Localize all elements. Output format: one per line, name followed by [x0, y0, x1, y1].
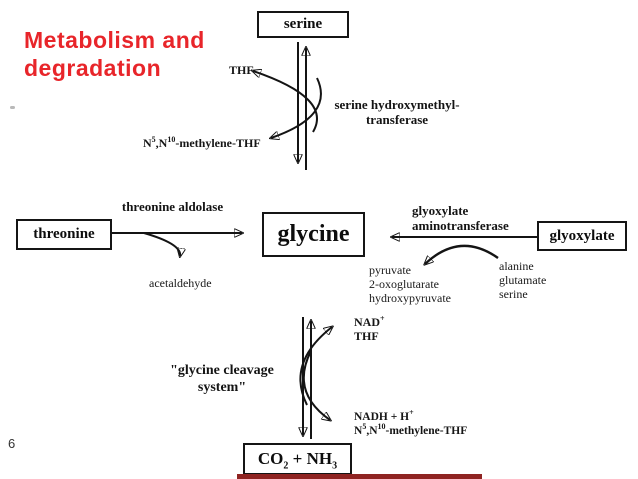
- glycine-cleavage-system-label: "glycine cleavage system": [170, 363, 274, 395]
- curve-to-nadh: [302, 350, 330, 420]
- curve-to-thf: [253, 71, 318, 133]
- glycine-box-label: glycine: [277, 221, 350, 247]
- glycine-box: glycine: [262, 212, 365, 257]
- scan-artifact-mark: [10, 106, 15, 109]
- amino-donors-list: alanine glutamate serine: [499, 259, 547, 301]
- glycine-co2-arrow-group: [270, 317, 385, 439]
- glyoxylate-box-label: glyoxylate: [549, 227, 615, 244]
- threonine-box-label: threonine: [33, 226, 95, 242]
- shmt-enzyme-label: serine hydroxymethyl- transferase: [334, 97, 460, 127]
- threonine-aldolase-label: threonine aldolase: [121, 199, 224, 214]
- serine-box: serine: [257, 11, 349, 38]
- thf-label: THF: [229, 63, 254, 77]
- curve-to-nad: [299, 327, 332, 406]
- glyoxylate-aminotransferase-label: glyoxylate aminotransferase: [412, 203, 509, 233]
- slide-title-line2: degradation: [24, 55, 162, 81]
- curve-to-methylene-thf: [271, 77, 322, 138]
- serine-glycine-arrow-group: [215, 42, 322, 170]
- slide-title: Metabolism and degradation: [24, 26, 205, 82]
- methylene-thf-label: N5,N10-methylene-THF: [143, 135, 261, 151]
- glyoxylate-box: glyoxylate: [537, 221, 627, 251]
- threonine-box: threonine: [16, 219, 112, 250]
- keto-products-list: pyruvate 2-oxoglutarate hydroxypyruvate: [369, 263, 451, 305]
- threonine-glycine-arrow-group: [112, 224, 270, 294]
- serine-box-label: serine: [283, 16, 323, 32]
- co2-nh3-box-label: CO2 + NH3: [257, 449, 338, 472]
- glyoxylate-glycine-arrow-group: [378, 227, 538, 282]
- curve-to-acetaldehyde: [143, 231, 180, 256]
- nadh-methylene-thf-label: NADH + H+ N5,N10-methylene-THF: [354, 408, 468, 437]
- curve-amino-to-keto: [425, 244, 499, 264]
- page-number: 6: [8, 436, 16, 451]
- slide-title-line1: Metabolism and: [24, 27, 205, 53]
- bottom-accent-bar: [237, 474, 482, 479]
- acetaldehyde-label: acetaldehyde: [149, 276, 212, 290]
- co2-nh3-box: CO2 + NH3: [243, 443, 352, 475]
- nad-thf-label: NAD+ THF: [354, 314, 385, 344]
